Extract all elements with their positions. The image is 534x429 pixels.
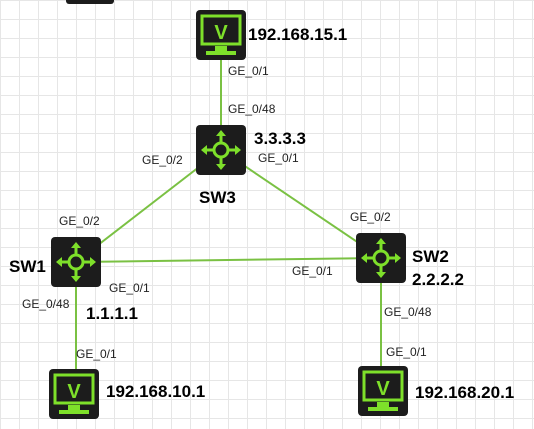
port-label-sw1-ge0-48: GE_0/48 bbox=[22, 297, 70, 311]
port-label-sw1-ge0-1: GE_0/1 bbox=[109, 281, 150, 295]
switch-icon bbox=[356, 233, 406, 283]
port-label-sw1-ge0-2: GE_0/2 bbox=[59, 214, 100, 228]
pc-monitor-icon: V bbox=[196, 10, 246, 60]
port-label-sw3-ge0-1: GE_0/1 bbox=[258, 151, 299, 165]
switch-icon bbox=[196, 125, 246, 175]
port-label-pc-left-ge0-1: GE_0/1 bbox=[76, 347, 117, 361]
sw3-ip-label: 3.3.3.3 bbox=[254, 129, 306, 148]
port-label-sw2-ge0-48: GE_0/48 bbox=[384, 305, 432, 319]
port-label-sw3-ge0-48: GE_0/48 bbox=[228, 102, 276, 116]
node-sw2[interactable]: SW2 2.2.2.2 bbox=[356, 233, 464, 289]
pc-monitor-icon: V bbox=[358, 366, 408, 416]
port-labels: GE_0/1 GE_0/48 GE_0/2 GE_0/2 GE_0/1 GE_0… bbox=[22, 64, 432, 361]
switch-icon bbox=[51, 237, 101, 287]
node-sw3[interactable]: 3.3.3.3 SW3 bbox=[196, 125, 306, 207]
port-label-pc-right-ge0-1: GE_0/1 bbox=[386, 345, 427, 359]
port-label-sw2-ge0-1: GE_0/1 bbox=[292, 264, 333, 278]
port-label-pc-top-ge0-1: GE_0/1 bbox=[228, 64, 269, 78]
link-sw1-sw2 bbox=[75, 257, 382, 263]
port-label-sw2-ge0-2: GE_0/2 bbox=[350, 210, 391, 224]
pc-glyph: V bbox=[67, 381, 81, 403]
node-pc-192-168-15-1[interactable]: V 192.168.15.1 bbox=[196, 10, 347, 60]
node-pc-192-168-10-1[interactable]: V 192.168.10.1 bbox=[49, 369, 205, 419]
pc-top-ip-label: 192.168.15.1 bbox=[248, 25, 347, 44]
pc-monitor-icon: V bbox=[49, 369, 99, 419]
node-sw1[interactable]: SW1 1.1.1.1 bbox=[9, 237, 138, 323]
sw2-name-label: SW2 bbox=[412, 247, 449, 266]
sw3-name-label: SW3 bbox=[199, 188, 236, 207]
partial-device-icon bbox=[66, 0, 114, 4]
port-label-sw3-ge0-2: GE_0/2 bbox=[142, 153, 183, 167]
pc-glyph: V bbox=[214, 22, 228, 44]
pc-right-ip-label: 192.168.20.1 bbox=[415, 383, 514, 402]
link-sw3-sw2 bbox=[220, 149, 382, 259]
sw1-name-label: SW1 bbox=[9, 257, 46, 276]
pc-glyph: V bbox=[376, 378, 390, 400]
sw1-ip-label: 1.1.1.1 bbox=[86, 304, 138, 323]
sw2-ip-label: 2.2.2.2 bbox=[412, 270, 464, 289]
pc-left-ip-label: 192.168.10.1 bbox=[106, 382, 205, 401]
node-pc-192-168-20-1[interactable]: V 192.168.20.1 bbox=[358, 366, 514, 416]
